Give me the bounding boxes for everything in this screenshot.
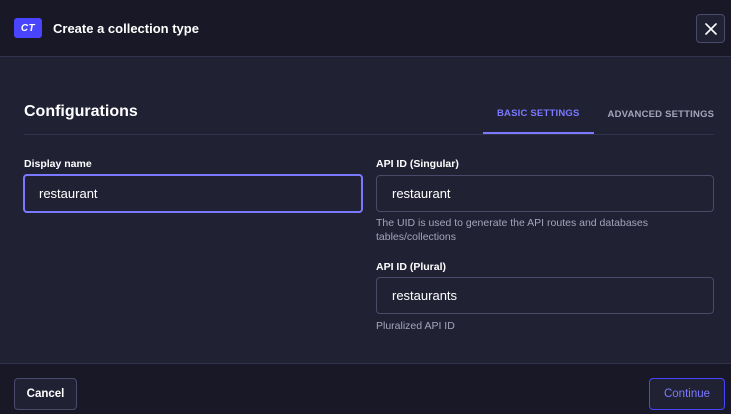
modal-header: CT Create a collection type: [0, 0, 731, 57]
close-icon: [704, 22, 717, 35]
section-divider: [24, 134, 714, 135]
modal-title: Create a collection type: [53, 21, 199, 36]
cancel-button[interactable]: Cancel: [14, 378, 77, 410]
api-id-plural-hint: Pluralized API ID: [376, 320, 455, 332]
continue-button[interactable]: Continue: [649, 378, 725, 410]
collection-type-badge: CT: [14, 18, 42, 38]
settings-tabs: BASIC SETTINGS ADVANCED SETTINGS: [483, 94, 728, 134]
api-id-singular-label: API ID (Singular): [376, 158, 459, 170]
api-id-singular-input[interactable]: [376, 175, 714, 212]
modal-footer: Cancel Continue: [0, 363, 731, 414]
tab-basic-settings[interactable]: BASIC SETTINGS: [483, 94, 594, 134]
close-button[interactable]: [696, 14, 725, 43]
tab-advanced-settings[interactable]: ADVANCED SETTINGS: [607, 108, 715, 120]
api-id-singular-hint: The UID is used to generate the API rout…: [376, 217, 649, 243]
api-id-plural-label: API ID (Plural): [376, 261, 447, 273]
api-id-plural-input[interactable]: [376, 277, 714, 314]
display-name-label: Display name: [24, 158, 92, 170]
section-title: Configurations: [24, 103, 138, 120]
display-name-input[interactable]: [23, 174, 363, 213]
